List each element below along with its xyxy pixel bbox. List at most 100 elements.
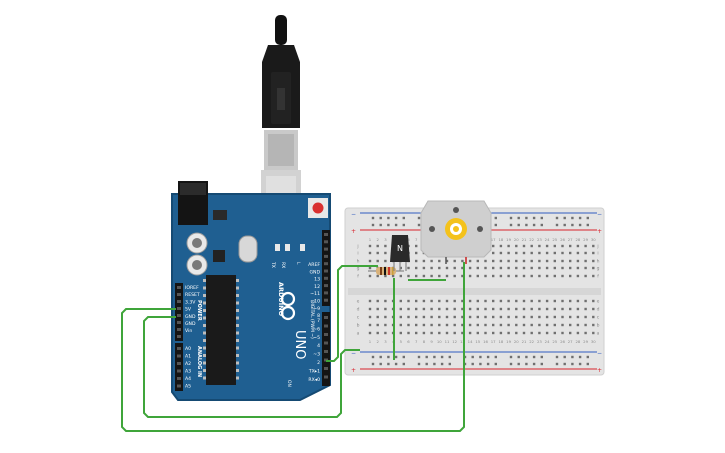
power-header-label: POWER — [196, 300, 202, 321]
wire-gnd-to-rail[interactable] — [143, 316, 360, 418]
row-letter: e — [597, 300, 600, 305]
row-letter: d — [597, 307, 600, 313]
column-number-top: 29 — [583, 237, 588, 242]
column-number-top: 23 — [537, 237, 542, 242]
svg-text:+: + — [351, 367, 356, 374]
digital-header-bottom[interactable] — [322, 312, 330, 386]
column-number-bottom: 6 — [407, 339, 410, 344]
row-letter: c — [597, 316, 600, 321]
row-letter: f — [597, 274, 599, 280]
svg-text:−: − — [597, 350, 602, 357]
dc-motor[interactable] — [420, 200, 492, 264]
resistor[interactable] — [368, 267, 404, 275]
column-number-bottom: 29 — [583, 339, 588, 344]
npn-transistor[interactable]: N — [390, 235, 410, 271]
analog-pin-label: A2 — [185, 361, 191, 367]
wire-pin3-to-resistor[interactable] — [326, 265, 378, 362]
row-letter: h — [357, 259, 360, 265]
column-number-top: 19 — [506, 237, 511, 242]
wire-5v-to-motor[interactable] — [121, 262, 465, 432]
svg-text:+: + — [597, 367, 602, 374]
arduino-uno-board[interactable]: ARDUINO UNO POWER ANALOG IN DIGITAL (PWM… — [171, 181, 331, 401]
column-number-top: 25 — [552, 237, 557, 242]
column-number-bottom: 10 — [437, 339, 442, 344]
analog-header-pins[interactable] — [175, 343, 183, 391]
row-letter: i — [357, 251, 358, 257]
row-letter: j — [356, 244, 358, 250]
wires[interactable] — [121, 262, 465, 432]
rx-led-label: RX — [280, 262, 286, 268]
row-letter: i — [597, 251, 598, 257]
row-letter: h — [597, 259, 600, 265]
column-number-bottom: 28 — [575, 339, 580, 344]
digital-pin-label: TX▸1 — [308, 368, 320, 374]
digital-pin-label: 4 — [317, 343, 320, 349]
row-letter: c — [357, 316, 360, 321]
svg-text:+: + — [351, 228, 356, 235]
digital-pin-label: GND — [309, 269, 320, 275]
power-header-pins[interactable] — [175, 283, 183, 341]
column-number-top: 28 — [575, 237, 580, 242]
column-number-bottom: 25 — [552, 339, 557, 344]
row-letter: d — [357, 307, 360, 313]
digital-header-label: DIGITAL (PWM ~) — [309, 300, 315, 339]
row-letter: e — [357, 300, 360, 305]
column-number-bottom: 24 — [545, 339, 550, 344]
column-number-bottom: 22 — [529, 339, 534, 344]
column-number-bottom: 9 — [430, 339, 433, 344]
column-number-bottom: 12 — [452, 339, 457, 344]
arduino-model-label: UNO — [292, 330, 307, 359]
column-number-bottom: 8 — [423, 339, 426, 344]
column-number-bottom: 2 — [376, 339, 379, 344]
column-number-top: 7 — [415, 237, 418, 242]
power-pin-label: 5V — [185, 307, 192, 313]
column-number-bottom: 23 — [537, 339, 542, 344]
column-number-top: 27 — [568, 237, 573, 242]
on-led-label: ON — [286, 380, 292, 387]
svg-text:−: − — [597, 211, 602, 218]
digital-pin-label: ~9 — [313, 306, 320, 312]
analog-header-label: ANALOG IN — [196, 346, 202, 377]
row-letter: b — [357, 323, 360, 329]
row-letter: g — [357, 267, 360, 272]
digital-header-top[interactable] — [322, 230, 330, 306]
svg-text:+: + — [597, 228, 602, 235]
digital-pin-label: AREF — [308, 262, 320, 268]
l-led-label: L — [295, 262, 301, 265]
usb-cable[interactable] — [261, 15, 301, 220]
column-number-top: 22 — [529, 237, 534, 242]
column-number-bottom: 17 — [491, 339, 496, 344]
column-number-bottom: 16 — [483, 339, 488, 344]
column-number-bottom: 13 — [460, 339, 465, 344]
column-number-bottom: 3 — [384, 339, 387, 344]
row-letter: a — [597, 332, 600, 337]
column-number-top: 6 — [407, 237, 410, 242]
column-number-top: 17 — [491, 237, 496, 242]
column-number-top: 3 — [384, 237, 387, 242]
digital-pin-label: ~11 — [310, 291, 320, 297]
column-number-bottom: 30 — [591, 339, 596, 344]
digital-pin-label: ~5 — [313, 335, 320, 341]
power-pin-label: GND — [185, 321, 196, 327]
tx-led-label: TX — [270, 261, 276, 268]
column-number-bottom: 21 — [522, 339, 527, 344]
column-number-bottom: 11 — [445, 339, 450, 344]
row-letter: a — [357, 332, 360, 337]
column-number-top: 18 — [498, 237, 503, 242]
column-number-bottom: 18 — [498, 339, 503, 344]
arduino-logo — [280, 291, 296, 321]
digital-pin-label: 13 — [314, 277, 320, 283]
analog-pin-label: A3 — [185, 369, 191, 375]
column-number-bottom: 19 — [506, 339, 511, 344]
column-number-top: 21 — [522, 237, 527, 242]
arduino-brand-label: ARDUINO — [277, 282, 285, 317]
column-number-top: 2 — [376, 237, 379, 242]
power-pin-label: IOREF — [185, 285, 199, 291]
digital-pin-label: 7 — [317, 318, 320, 324]
column-number-bottom: 27 — [568, 339, 573, 344]
column-number-bottom: 15 — [475, 339, 480, 344]
row-letter: g — [597, 267, 600, 272]
analog-pin-label: A0 — [185, 346, 191, 352]
power-pin-label: 3.3V — [185, 299, 196, 305]
